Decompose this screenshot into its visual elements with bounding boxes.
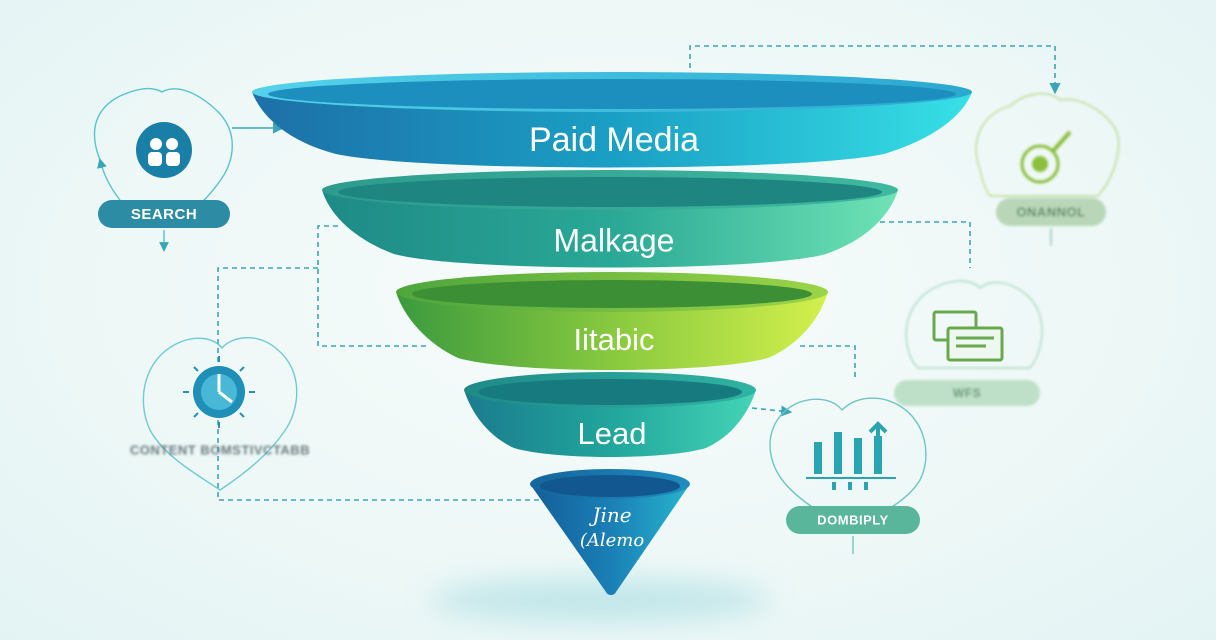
funnel-stage-5-label-line2: (Alemo [580, 530, 644, 551]
funnel-stage-1[interactable]: Paid Media [252, 72, 972, 168]
funnel-stage-2[interactable]: Malkage [322, 170, 898, 268]
search-pill[interactable] [98, 200, 230, 228]
funnel-stage-5[interactable]: Jine (Alemo [530, 469, 690, 595]
bottom-right-pill[interactable] [786, 506, 920, 534]
funnel-stage-4-body [464, 390, 756, 457]
connector-top-right [689, 45, 1061, 95]
sun-dial-icon-hand [217, 374, 233, 404]
top-right-pill[interactable] [996, 198, 1106, 226]
connector-right-upper [880, 221, 971, 268]
people-icon [136, 122, 192, 178]
funnel-stage-5-inner [540, 475, 680, 497]
bottom-right-label: DOMBIPLY [817, 512, 888, 527]
middle-right-node-outline [905, 280, 1043, 369]
magnifier-gear-icon-handle [1051, 130, 1072, 153]
funnel-stage-3[interactable]: Iitabic [396, 272, 828, 370]
browser-windows-icon [932, 310, 1004, 362]
connector-left-upper [317, 225, 430, 347]
funnel-stage-3-body [396, 292, 828, 370]
bar-chart-arrow-icon [806, 421, 896, 490]
top-right-node-outline [975, 93, 1120, 197]
funnel-stage-1-body [252, 92, 972, 168]
funnel-stage-3-label: Iitabic [574, 322, 655, 357]
middle-right-pill[interactable] [894, 380, 1040, 406]
magnifier-gear-icon-core [1032, 156, 1048, 172]
funnel-shadow [430, 578, 770, 622]
funnel-stage-4-inner [478, 379, 742, 405]
bottom-right-node[interactable]: DOMBIPLY [769, 397, 927, 554]
funnel-stage-2-body [322, 190, 898, 268]
connector-right-middle [800, 345, 856, 380]
content-node-outline [142, 337, 298, 491]
funnel-stage-5-label-line1: Jine [588, 503, 631, 527]
content-node[interactable]: CONTENT BOMSTIVCTABB [130, 337, 310, 491]
funnel-stage-4[interactable]: Lead [464, 372, 756, 457]
search-node-outline-left [97, 158, 121, 201]
search-node[interactable]: SEARCH [93, 87, 233, 252]
top-right-label: ONANNOL [1016, 204, 1085, 219]
top-right-node[interactable]: ONANNOL [975, 93, 1120, 246]
sun-dial-icon-rays [183, 356, 255, 428]
funnel-stage-2-inner [338, 177, 882, 207]
search-node-outline [93, 87, 233, 209]
magnifier-gear-icon [1020, 144, 1060, 184]
middle-right-node[interactable]: WFS [894, 280, 1043, 428]
funnel-stage-5-body [530, 484, 690, 595]
funnel-stage-1-label: Paid Media [529, 121, 699, 159]
funnel-stage-1-inner [268, 79, 956, 109]
funnel-stage-4-label: Lead [578, 416, 647, 451]
search-label: SEARCH [131, 206, 197, 223]
middle-right-label: WFS [953, 386, 981, 400]
funnel-stage-3-inner [412, 280, 812, 308]
content-label: CONTENT BOMSTIVCTABB [130, 442, 310, 457]
funnel-stage-2-label: Malkage [554, 222, 675, 258]
people-icon-glyph [148, 138, 180, 166]
